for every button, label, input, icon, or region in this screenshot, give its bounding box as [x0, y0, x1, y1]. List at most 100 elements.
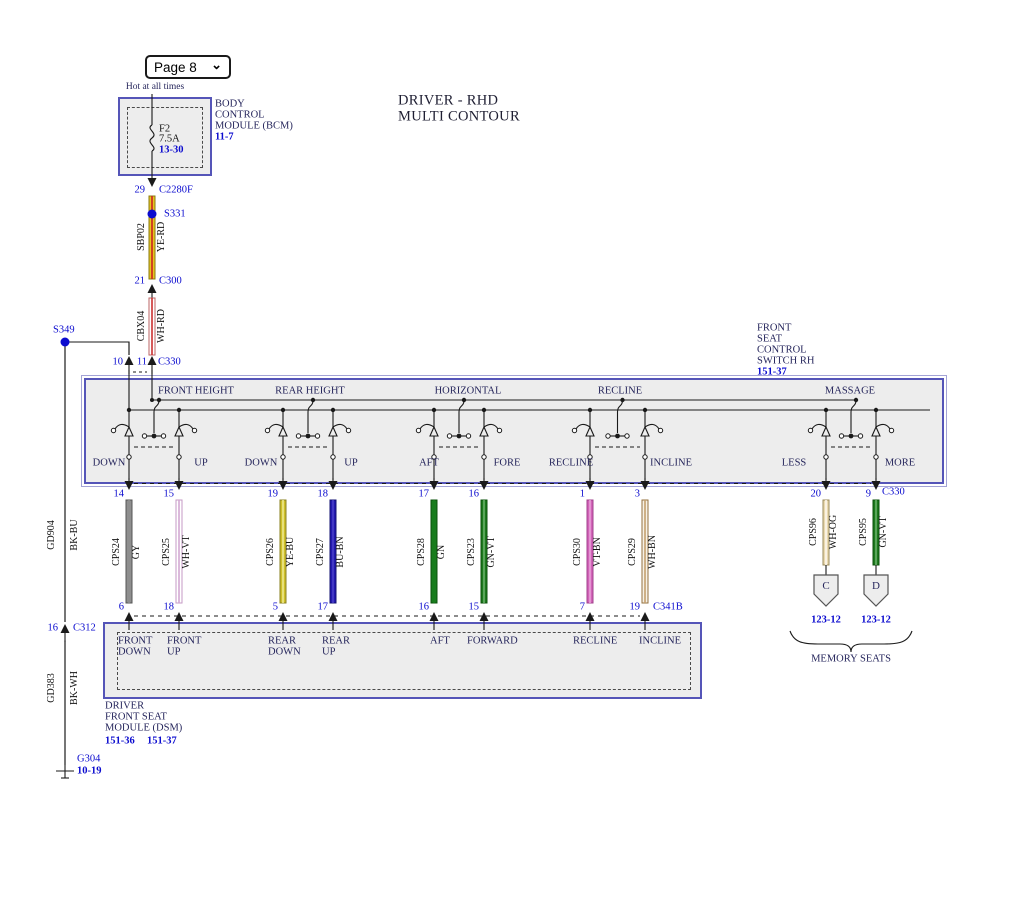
pin-15: 15	[163, 488, 175, 500]
pin-17b: 17	[317, 601, 329, 613]
pin-20: 20	[810, 488, 822, 500]
dir-fore: FORE	[493, 457, 521, 469]
section-front-height: FRONT HEIGHT	[158, 385, 234, 397]
dsm-page-ref1: 151-36	[105, 735, 135, 747]
chevron-down-icon: ⌄	[211, 57, 222, 72]
diagram-title-line1: DRIVER - RHD	[398, 92, 499, 109]
wirecolor-wh-vt: WH-VT	[180, 535, 192, 569]
wirecolor-wh-og: WH-OG	[827, 514, 839, 550]
pin-7: 7	[579, 601, 585, 613]
circuit-cps26: CPS26	[264, 538, 276, 566]
pin-3: 3	[634, 488, 640, 500]
splice-s331	[147, 209, 157, 219]
wirecolor-gn-vt: GN-VT	[485, 536, 497, 568]
pin-18b: 18	[163, 601, 175, 613]
ground-g304: G304	[77, 753, 101, 765]
wirecolor-gy: GY	[130, 544, 142, 560]
connector-c330-right: C330	[882, 486, 905, 498]
pin-18: 18	[317, 488, 329, 500]
switch-page-ref: 151-37	[757, 366, 787, 378]
dir-front-down: DOWN	[92, 457, 126, 469]
connector-c341b: C341B	[653, 601, 683, 613]
circuit-cps96: CPS96	[807, 518, 819, 546]
pin-11: 11	[136, 356, 147, 368]
fuse-name: F2	[159, 123, 171, 135]
wirecolor-vt-bn: VT-BN	[591, 537, 603, 567]
pin-14: 14	[113, 488, 125, 500]
wirecolor-ye-bu: YE-BU	[284, 536, 296, 568]
pin-19b: 19	[629, 601, 641, 613]
pin-6: 6	[118, 601, 124, 613]
bcm-box	[118, 97, 212, 176]
wirecolor-bk-bu: BK-BU	[68, 519, 80, 551]
section-massage: MASSAGE	[824, 385, 876, 397]
dsm-in-forward: FORWARD	[467, 635, 518, 647]
dsm-in-rear-down-2: DOWN	[268, 646, 301, 658]
bcm-name-line1: BODY	[215, 98, 245, 110]
pin-16b: 16	[418, 601, 430, 613]
wirecolor-gn: GN	[435, 544, 447, 560]
wirecolor-wh-rd: WH-RD	[155, 309, 167, 343]
pin-5: 5	[272, 601, 278, 613]
circuit-cps25: CPS25	[160, 538, 172, 566]
dsm-inner-dashed	[117, 632, 691, 690]
circuit-gd904: GD904	[45, 520, 57, 550]
dsm-in-front-up-2: UP	[167, 646, 181, 658]
circuit-sbp02: SBP02	[135, 223, 147, 251]
switch-name-line2: SEAT	[757, 333, 783, 345]
dsm-box	[103, 622, 702, 699]
bcm-page-ref: 11-7	[215, 131, 234, 143]
section-recline: RECLINE	[597, 385, 643, 397]
switch-name-line4: SWITCH RH	[757, 355, 815, 367]
pin-9: 9	[865, 488, 871, 500]
hot-at-all-times-label: Hot at all times	[125, 82, 185, 93]
memory-brace	[789, 630, 913, 653]
wirecolor-ye-rd: YE-RD	[155, 221, 167, 253]
dsm-page-ref2: 151-37	[147, 735, 177, 747]
splice-s349-label: S349	[53, 324, 75, 336]
page-selector-value: Page 8	[154, 59, 197, 75]
pin-29: 29	[134, 184, 146, 196]
page-selector[interactable]: Page 8 ⌄	[145, 55, 231, 79]
dsm-in-incline: INCLINE	[639, 635, 681, 647]
wirecolor-bu-bn: BU-BN	[334, 536, 346, 568]
dsm-in-front-down-1: FRONT	[118, 635, 153, 647]
pin-15b: 15	[468, 601, 480, 613]
circuit-cps24: CPS24	[110, 538, 122, 566]
wirecolor-gn-vt-2: GN-VT	[877, 516, 889, 548]
circuit-cps27: CPS27	[314, 538, 326, 566]
pin-1: 1	[579, 488, 585, 500]
memory-ref-c: 123-12	[811, 614, 841, 626]
fuse-rating: 7.5A	[159, 133, 180, 145]
dir-recline: RECLINE	[548, 457, 594, 469]
wirecolor-bk-wh: BK-WH	[68, 671, 80, 705]
pin-10: 10	[112, 356, 124, 368]
dsm-in-recline: RECLINE	[573, 635, 618, 647]
circuit-gd383: GD383	[45, 673, 57, 703]
seat-switch-box	[81, 375, 947, 487]
ground-symbol	[56, 766, 74, 779]
bcm-inner-dashed	[127, 107, 203, 168]
pin-21: 21	[134, 275, 146, 287]
dsm-in-front-up-1: FRONT	[167, 635, 202, 647]
circuit-cps23: CPS23	[465, 538, 477, 566]
memory-conn-d: D	[872, 580, 880, 593]
section-rear-height: REAR HEIGHT	[275, 385, 345, 397]
connector-c330-top: C330	[158, 356, 181, 368]
diagram-title-line2: MULTI CONTOUR	[398, 108, 520, 125]
fuse-page-ref: 13-30	[159, 144, 184, 156]
connector-c312: C312	[73, 622, 96, 634]
memory-seats-label: MEMORY SEATS	[811, 653, 891, 665]
section-horizontal: HORIZONTAL	[434, 385, 502, 397]
splice-s331-label: S331	[164, 208, 186, 220]
bcm-name-line3: MODULE (BCM)	[215, 120, 293, 132]
circuit-cps95: CPS95	[857, 518, 869, 546]
pin-17: 17	[418, 488, 430, 500]
dsm-in-front-down-2: DOWN	[118, 646, 151, 658]
dir-aft: AFT	[419, 457, 439, 469]
ground-g304-ref: 10-19	[77, 765, 102, 777]
dsm-name-line3: MODULE (DSM)	[105, 722, 183, 734]
connector-c2280f: C2280F	[159, 184, 193, 196]
dsm-name-line2: FRONT SEAT	[105, 711, 167, 723]
